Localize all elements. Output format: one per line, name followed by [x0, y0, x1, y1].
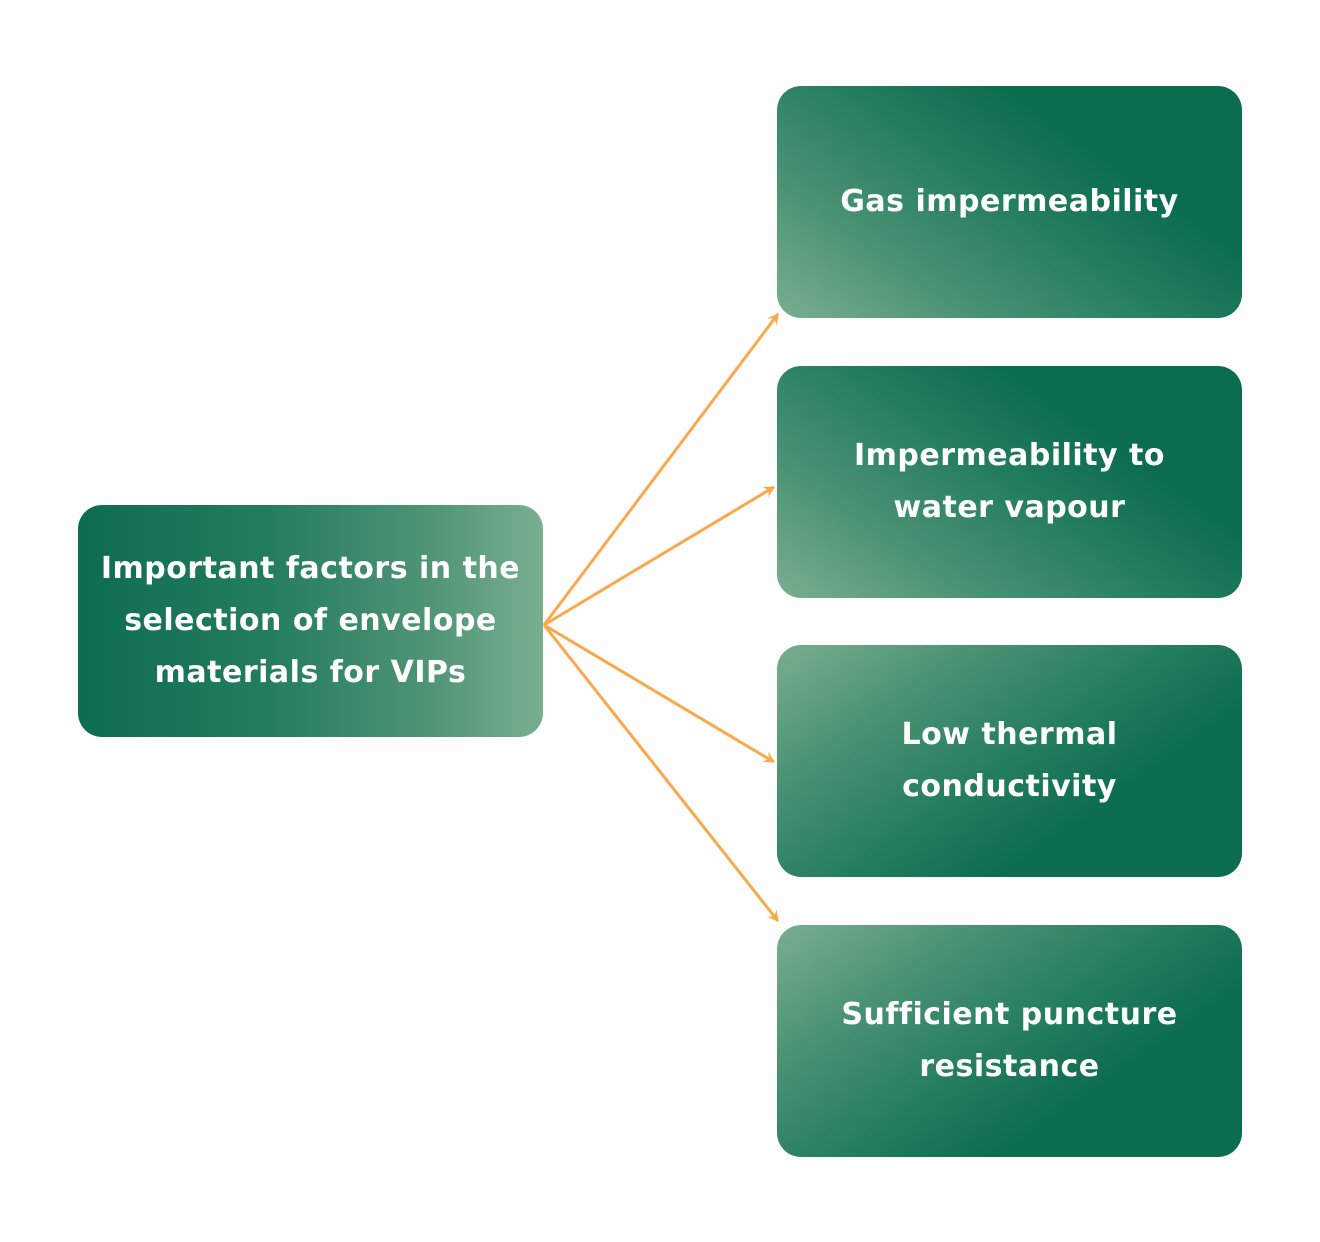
- source-node: Important factors in the selection of en…: [78, 505, 543, 737]
- arrow-to-water-vapour: [543, 485, 775, 627]
- target-node-thermal-conductivity: Low thermal conductivity: [777, 645, 1242, 877]
- target-line: resistance: [919, 1049, 1100, 1084]
- arrow-to-thermal-conductivity: [543, 623, 775, 764]
- target-line: water vapour: [893, 490, 1126, 525]
- arrow-to-puncture-resistance: [542, 624, 780, 922]
- arrow-to-gas-impermeability: [542, 313, 780, 626]
- source-line: materials for VIPs: [154, 655, 467, 690]
- target-line: Impermeability to: [853, 438, 1165, 473]
- source-line: selection of envelope: [124, 603, 497, 638]
- target-line: Sufficient puncture: [841, 997, 1178, 1032]
- target-node-puncture-resistance: Sufficient puncture resistance: [777, 925, 1242, 1157]
- source-line: Important factors in the: [100, 551, 521, 586]
- target-node-water-vapour: Impermeability to water vapour: [777, 366, 1242, 598]
- target-line: Gas impermeability: [840, 184, 1179, 219]
- target-line: Low thermal: [901, 717, 1118, 752]
- target-node-gas-impermeability: Gas impermeability: [777, 86, 1242, 318]
- target-line: conductivity: [902, 769, 1117, 804]
